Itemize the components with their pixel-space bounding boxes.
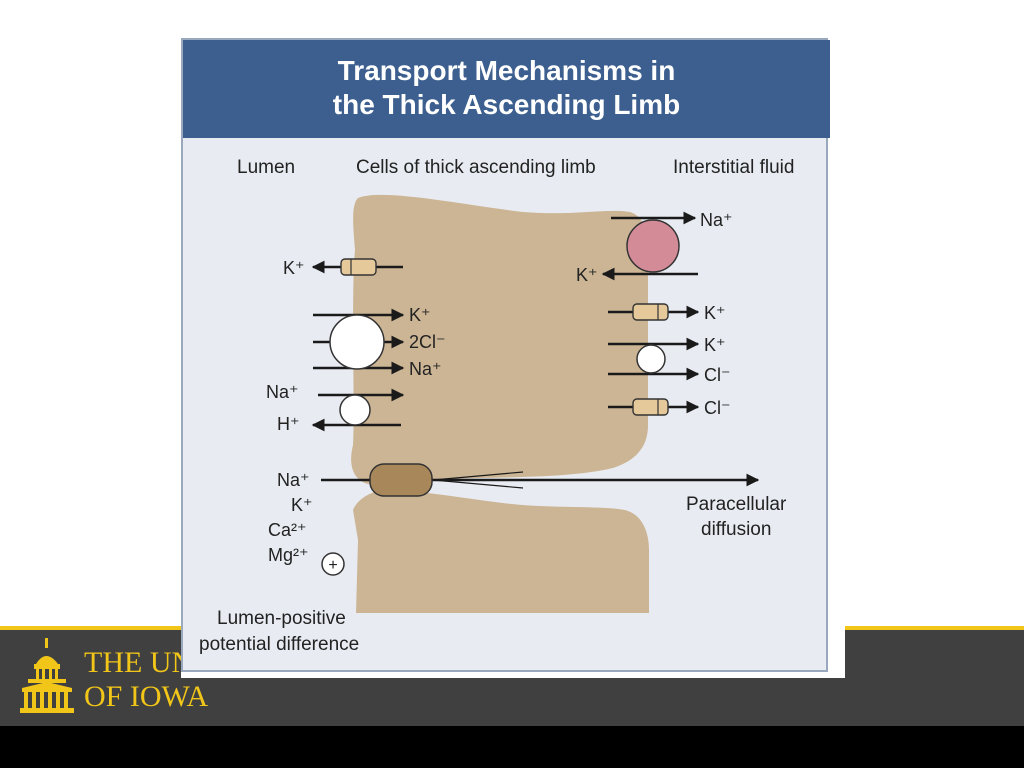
- label-para-mg: Mg²⁺: [268, 545, 309, 565]
- old-capitol-dome-icon: [20, 638, 74, 713]
- title-bar: Transport Mechanisms in the Thick Ascend…: [183, 40, 830, 138]
- na-k-atpase-pump: [626, 219, 680, 273]
- label-kcl-k: K⁺: [704, 335, 726, 355]
- nhe-exchanger: [339, 394, 371, 426]
- plus-sign: +: [328, 557, 337, 574]
- label-apical-k: K⁺: [283, 258, 305, 278]
- label-para-na: Na⁺: [277, 470, 310, 490]
- nkcc-cotransporter: [329, 314, 385, 370]
- label-paracellular-2: diffusion: [701, 519, 771, 540]
- tight-junction: [369, 463, 433, 497]
- lower-cell: [353, 490, 649, 613]
- bottom-bar: [0, 726, 1024, 768]
- label-para-k: K⁺: [291, 495, 313, 515]
- upper-cell: [351, 194, 648, 485]
- label-baso-k: K⁺: [704, 303, 726, 323]
- apical-k-channel: [340, 258, 377, 276]
- baso-cl-channel: [632, 398, 669, 416]
- label-baso-cl: Cl⁻: [704, 398, 731, 418]
- label-potential-1: Lumen-positive: [217, 608, 346, 629]
- figure: Transport Mechanisms in the Thick Ascend…: [181, 38, 845, 678]
- logo-line-2: OF IOWA: [84, 680, 209, 713]
- label-kcl-cl: Cl⁻: [704, 365, 731, 385]
- label-nkcc-k: K⁺: [409, 305, 431, 325]
- label-pump-k: K⁺: [576, 265, 598, 285]
- diagram-panel: Transport Mechanisms in the Thick Ascend…: [181, 38, 830, 672]
- baso-k-channel: [632, 303, 669, 321]
- kcl-cotransporter: [636, 344, 666, 374]
- label-nhe-h: H⁺: [277, 414, 300, 434]
- label-nkcc-cl: 2Cl⁻: [409, 332, 446, 352]
- title-line-2: the Thick Ascending Limb: [332, 89, 681, 120]
- label-paracellular-1: Paracellular: [686, 494, 787, 515]
- transport-diagram: Lumen Cells of thick ascending limb Inte…: [199, 157, 794, 655]
- label-para-ca: Ca²⁺: [268, 520, 307, 540]
- plus-circle-icon: [321, 552, 345, 576]
- label-nkcc-na: Na⁺: [409, 359, 442, 379]
- label-pump-na: Na⁺: [700, 210, 733, 230]
- label-potential-2: potential difference: [199, 634, 359, 655]
- header-lumen: Lumen: [237, 157, 295, 178]
- header-interstitial: Interstitial fluid: [673, 157, 794, 178]
- header-cells: Cells of thick ascending limb: [356, 157, 596, 178]
- label-nhe-na: Na⁺: [266, 382, 299, 402]
- title-line-1: Transport Mechanisms in: [337, 55, 676, 86]
